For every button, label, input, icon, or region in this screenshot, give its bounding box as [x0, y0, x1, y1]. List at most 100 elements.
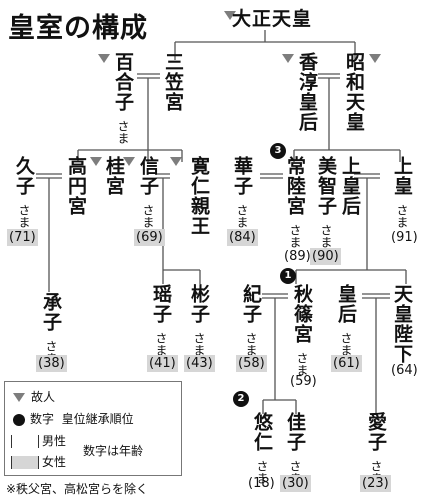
person-joko: 上皇后	[339, 156, 361, 216]
succession-dot-icon	[13, 413, 25, 426]
legend-male: 男性	[42, 434, 67, 448]
name: 上皇后	[339, 156, 361, 216]
legend-number: 数字	[30, 412, 55, 426]
name: 久子	[13, 156, 35, 196]
name: 信子	[137, 156, 159, 196]
honorific: さま	[116, 119, 130, 144]
name: 百合子	[112, 52, 134, 112]
deceased-marker-icon	[98, 54, 110, 63]
person-hisahito: 悠仁 さま	[251, 412, 273, 484]
person-kiko: 紀子 さま	[240, 284, 262, 356]
deceased-marker-icon	[170, 157, 182, 166]
name: 三笠宮	[162, 52, 184, 112]
name: 秋篠宮	[291, 284, 313, 344]
page-title: 皇室の構成	[8, 13, 148, 44]
age-michiko: (90)	[310, 248, 341, 265]
name: 彬子	[188, 284, 210, 324]
legend-succession: 皇位継承順位	[61, 412, 134, 426]
person-tenno: 天皇陛下	[391, 284, 413, 364]
person-kako: 佳子 さま	[284, 412, 306, 484]
age-akiko: (43)	[184, 355, 215, 372]
deceased-marker-icon	[224, 11, 236, 20]
honorific: さま	[244, 331, 258, 356]
male-box-icon	[11, 435, 39, 448]
name: 皇后	[335, 284, 357, 324]
age-nobuko: (69)	[134, 229, 165, 246]
person-showa: 昭和天皇	[343, 52, 365, 132]
name: 紀子	[240, 284, 262, 324]
age-aiko: (23)	[360, 475, 391, 492]
person-nobuko: 信子 さま	[137, 156, 159, 228]
name: 上皇	[391, 156, 413, 196]
honorific: さま	[192, 331, 206, 356]
honorific: さま	[141, 203, 155, 228]
honorific: さま	[235, 203, 249, 228]
person-akiko: 彬子 さま	[188, 284, 210, 356]
deceased-marker-icon	[123, 157, 135, 166]
person-kogo: 皇后 さま	[335, 284, 357, 356]
name: 悠仁	[251, 412, 273, 452]
legend-deceased: 故人	[31, 390, 56, 404]
name: 華子	[231, 156, 253, 196]
honorific: さま	[319, 223, 333, 248]
name: 瑶子	[150, 284, 172, 324]
succession-3-icon: 3	[270, 143, 286, 159]
person-akishino: 秋篠宮 さま	[291, 284, 313, 376]
person-yuriko: 百合子 さま	[112, 52, 134, 144]
person-tsuguko: 承子 さま	[40, 292, 62, 364]
name: 高円宮	[65, 156, 87, 216]
legend: 故人 数字 皇位継承順位 男性 女性 数字は年齢	[4, 381, 182, 476]
age-hanako: (84)	[227, 229, 258, 246]
age-akishino: (59)	[290, 374, 317, 389]
honorific: さま	[295, 351, 309, 376]
legend-female: 女性	[42, 455, 67, 469]
person-kojun: 香淳皇后	[296, 52, 318, 132]
name: 天皇陛下	[391, 284, 413, 364]
name: 桂宮	[103, 156, 125, 196]
age-kako: (30)	[280, 475, 311, 492]
person-mikasa: 三笠宮	[162, 52, 184, 112]
honorific: さま	[154, 331, 168, 356]
person-hanako: 華子 さま	[231, 156, 253, 228]
person-tomohito: 寛仁親王	[188, 156, 210, 236]
person-takamado: 高円宮	[65, 156, 87, 216]
person-joko-emperor: 上皇 さま	[391, 156, 413, 228]
age-kiko: (58)	[236, 355, 267, 372]
female-box-icon	[11, 456, 39, 469]
age-hitachi: (89)	[284, 249, 311, 264]
person-taisho: 大正天皇	[232, 10, 312, 29]
deceased-marker-icon	[282, 54, 294, 63]
person-hitachi: 常陸宮 さま	[284, 156, 306, 248]
age-yoko: (41)	[147, 355, 178, 372]
name: 愛子	[365, 412, 387, 452]
succession-2-icon: 2	[233, 391, 249, 407]
honorific: さま	[17, 203, 31, 228]
name: 大正天皇	[232, 8, 313, 30]
honorific: さま	[339, 331, 353, 356]
name: 佳子	[284, 412, 306, 452]
person-aiko: 愛子 さま	[365, 412, 387, 484]
name: 美智子	[315, 156, 337, 216]
name: 昭和天皇	[343, 52, 365, 132]
person-michiko: 美智子 さま	[315, 156, 337, 248]
age-hisako: (71)	[7, 229, 38, 246]
age-hisahito: (18)	[248, 476, 275, 491]
name: 承子	[40, 292, 62, 332]
name: 香淳皇后	[296, 52, 318, 132]
deceased-marker-icon	[369, 54, 381, 63]
name: 寛仁親王	[188, 156, 210, 236]
legend-age: 数字は年齢	[83, 444, 144, 458]
deceased-marker-icon	[13, 393, 25, 402]
deceased-marker-icon	[90, 157, 102, 166]
honorific: さま	[288, 223, 302, 248]
name: 常陸宮	[284, 156, 306, 216]
honorific: さま	[395, 203, 409, 228]
succession-1-icon: 1	[280, 268, 296, 284]
age-joko-emperor: (91)	[391, 230, 418, 245]
footnote: ※秩父宮、高松宮らを除く	[6, 482, 149, 496]
age-tsuguko: (38)	[36, 355, 67, 372]
person-katsura: 桂宮	[103, 156, 125, 196]
age-kogo: (61)	[331, 355, 362, 372]
